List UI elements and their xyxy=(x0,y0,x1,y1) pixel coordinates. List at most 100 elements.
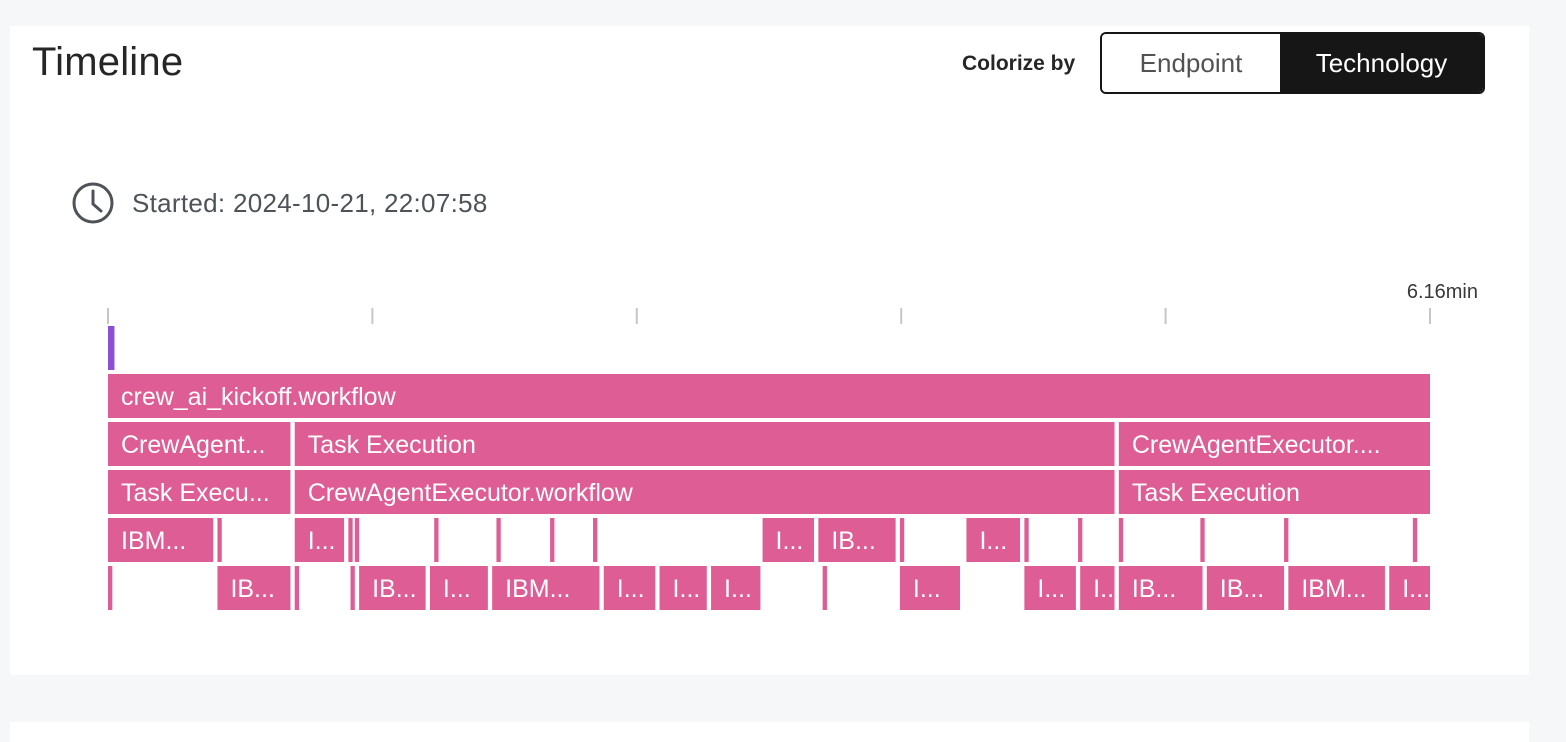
timeline-span[interactable]: Task Execu... xyxy=(108,470,291,514)
span-bar[interactable] xyxy=(294,566,300,610)
timeline-span[interactable]: I... xyxy=(1080,566,1121,610)
span-bar[interactable] xyxy=(108,422,291,466)
span-bar[interactable] xyxy=(1118,566,1203,610)
timeline-span[interactable]: IBM... xyxy=(492,566,600,610)
timeline-span[interactable] xyxy=(294,566,300,610)
timeline-span[interactable] xyxy=(899,518,905,562)
timeline-span[interactable]: IB... xyxy=(359,566,426,610)
timeline-span[interactable]: CrewAgentExecutor.workflow xyxy=(294,470,1115,514)
timeline-span[interactable]: IBM... xyxy=(1288,566,1385,610)
timeline-span[interactable]: crew_ai_kickoff.workflow xyxy=(108,374,1430,418)
span-bar[interactable] xyxy=(818,518,896,562)
span-bar[interactable] xyxy=(348,518,353,562)
timeline-marker-layer xyxy=(108,326,115,370)
colorize-endpoint-option[interactable]: Endpoint xyxy=(1102,34,1280,92)
span-bar[interactable] xyxy=(359,566,426,610)
timeline-span[interactable]: I... xyxy=(899,566,961,610)
span-bar[interactable] xyxy=(294,422,1115,466)
span-bar[interactable] xyxy=(217,518,222,562)
span-label: I... xyxy=(673,575,701,603)
span-bar[interactable] xyxy=(762,518,815,562)
span-bar[interactable] xyxy=(108,374,1430,418)
timeline-span[interactable] xyxy=(354,518,360,562)
timeline-span[interactable] xyxy=(1118,518,1124,562)
span-bar[interactable] xyxy=(294,518,345,562)
span-bar[interactable] xyxy=(659,566,707,610)
timeline-span[interactable]: I... xyxy=(1024,566,1076,610)
timeline-span[interactable]: Task Execution xyxy=(1118,470,1430,514)
span-bar[interactable] xyxy=(550,518,555,562)
span-bar[interactable] xyxy=(1024,566,1076,610)
timeline-span[interactable] xyxy=(1412,518,1418,562)
span-bar[interactable] xyxy=(1080,566,1115,610)
timeline-span[interactable]: I... xyxy=(603,566,656,610)
span-bar[interactable] xyxy=(354,518,360,562)
span-bar[interactable] xyxy=(593,518,598,562)
timeline-span[interactable]: CrewAgentExecutor.... xyxy=(1118,422,1430,466)
span-bar[interactable] xyxy=(108,470,291,514)
timeline-span[interactable]: IB... xyxy=(1206,566,1285,610)
span-bar[interactable] xyxy=(429,566,488,610)
timeline-span[interactable]: I... xyxy=(429,566,488,610)
span-bar[interactable] xyxy=(603,566,656,610)
timeline-span[interactable] xyxy=(593,518,598,562)
span-bar[interactable] xyxy=(108,518,214,562)
span-bar[interactable] xyxy=(1288,566,1385,610)
span-bar[interactable] xyxy=(711,566,761,610)
span-label: CrewAgentExecutor.workflow xyxy=(308,479,634,507)
span-bar[interactable] xyxy=(899,566,961,610)
timeline-span[interactable]: I... xyxy=(762,518,815,562)
timeline-span[interactable] xyxy=(1200,518,1205,562)
timeline-span[interactable]: I... xyxy=(1389,566,1430,610)
span-bar[interactable] xyxy=(1118,422,1430,466)
timeline-span[interactable]: IB... xyxy=(217,566,291,610)
timeline-span[interactable] xyxy=(350,566,355,610)
span-bar[interactable] xyxy=(1078,518,1083,562)
span-bar[interactable] xyxy=(966,518,1021,562)
timeline-span[interactable] xyxy=(434,518,439,562)
timeline-span[interactable]: Task Execution xyxy=(294,422,1115,466)
timeline-span[interactable] xyxy=(108,566,113,610)
timeline-span[interactable] xyxy=(348,518,353,562)
span-bar[interactable] xyxy=(1200,518,1205,562)
span-bar[interactable] xyxy=(434,518,439,562)
clock-icon xyxy=(72,182,114,224)
timeline-span[interactable]: I... xyxy=(711,566,761,610)
span-bar[interactable] xyxy=(217,566,291,610)
timeline-start-marker[interactable] xyxy=(108,326,115,370)
span-bar[interactable] xyxy=(899,518,905,562)
span-label: IB... xyxy=(230,575,274,603)
timeline-span[interactable]: I... xyxy=(966,518,1021,562)
timeline-span[interactable] xyxy=(1024,518,1029,562)
timeline-span[interactable]: I... xyxy=(659,566,707,610)
timeline-span[interactable]: CrewAgent... xyxy=(108,422,291,466)
timeline-span[interactable]: I... xyxy=(294,518,345,562)
timeline-span[interactable] xyxy=(550,518,555,562)
colorize-toggle[interactable]: Endpoint Technology xyxy=(1100,32,1485,94)
span-bar[interactable] xyxy=(350,566,355,610)
timeline-span[interactable]: IB... xyxy=(818,518,896,562)
span-bar[interactable] xyxy=(492,566,600,610)
span-label: IBM... xyxy=(505,575,570,603)
timeline-span[interactable] xyxy=(822,566,827,610)
span-bar[interactable] xyxy=(1284,518,1289,562)
timeline-span[interactable] xyxy=(1284,518,1289,562)
span-bar[interactable] xyxy=(1118,470,1430,514)
timeline-span[interactable] xyxy=(1078,518,1083,562)
span-bar[interactable] xyxy=(108,566,113,610)
span-bar[interactable] xyxy=(1389,566,1430,610)
duration-label: 6.16min xyxy=(1407,281,1478,303)
span-bar[interactable] xyxy=(1118,518,1124,562)
span-bar[interactable] xyxy=(1206,566,1285,610)
timeline-span[interactable] xyxy=(217,518,222,562)
timeline-span[interactable] xyxy=(496,518,501,562)
span-bar[interactable] xyxy=(1024,518,1029,562)
span-bar[interactable] xyxy=(822,566,827,610)
colorize-technology-option[interactable]: Technology xyxy=(1280,34,1483,92)
timeline-span[interactable]: IBM... xyxy=(108,518,214,562)
span-bar[interactable] xyxy=(294,470,1115,514)
span-bar[interactable] xyxy=(496,518,501,562)
span-bar[interactable] xyxy=(1412,518,1418,562)
timeline-span[interactable]: IB... xyxy=(1118,566,1203,610)
span-label: Task Execu... xyxy=(121,479,270,507)
